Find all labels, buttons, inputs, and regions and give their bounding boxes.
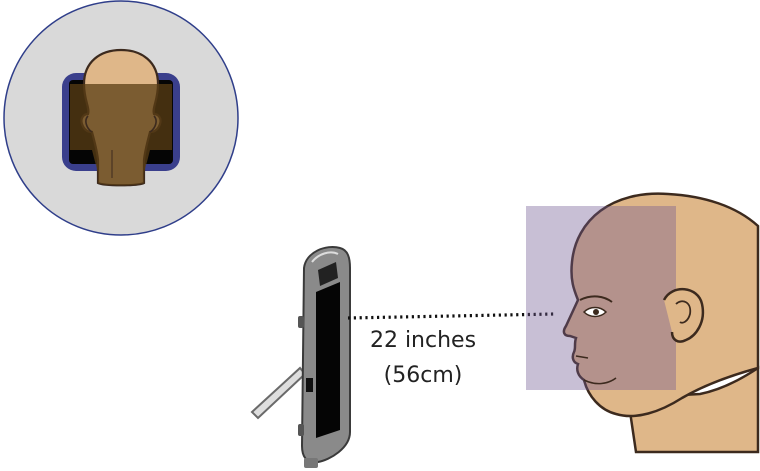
tablet-screen [316, 282, 340, 438]
head-shape [562, 192, 760, 418]
head-brow [579, 295, 613, 303]
head-ear-inner [675, 300, 692, 324]
distance-dotted-line [347, 312, 556, 320]
tablet-button-upper [298, 316, 304, 328]
tablet-kickstand [250, 366, 307, 420]
inset-top-view [3, 0, 239, 236]
tablet-top-detail [318, 262, 338, 286]
distance-label-metric: (56cm) [383, 363, 463, 388]
inset-ear-left [85, 115, 93, 133]
inset-head-overlay [70, 84, 172, 186]
inset-ear-right [149, 115, 157, 133]
tablet-device-icon [250, 246, 351, 468]
head-pupil [593, 309, 599, 315]
head-chin [583, 377, 617, 385]
tablet-button-lower [298, 424, 304, 436]
head-neck [626, 365, 760, 454]
distance-label-imperial: 22 inches [369, 328, 477, 353]
head-profile-icon [526, 192, 760, 454]
head-mouth [575, 355, 589, 359]
tablet-foot [304, 458, 318, 468]
head-ear [662, 288, 705, 343]
head-top-view-icon [62, 48, 180, 187]
tablet-port [306, 378, 313, 392]
tablet-top-highlight [311, 251, 339, 263]
